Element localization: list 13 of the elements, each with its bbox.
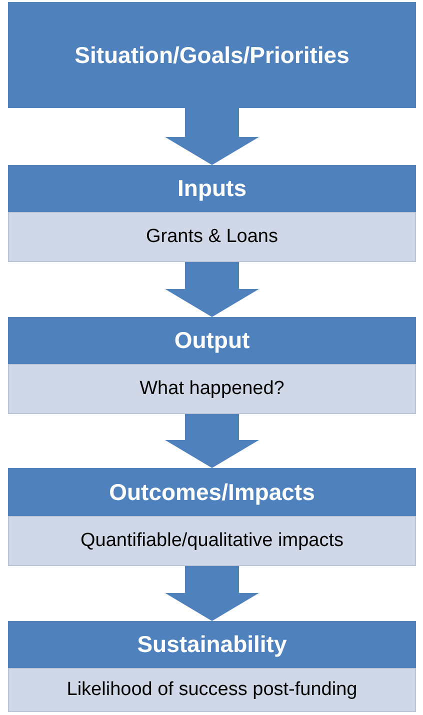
description: Quantifiable/qualitative impacts xyxy=(80,528,344,553)
arrow xyxy=(165,566,259,621)
heading: Output xyxy=(174,326,250,356)
heading: Inputs xyxy=(178,174,246,204)
arrow xyxy=(165,414,259,468)
description: Grants & Loans xyxy=(146,224,278,249)
description: Likelihood of success post-funding xyxy=(66,678,358,702)
heading: Situation/Goals/Priorities xyxy=(74,40,350,70)
heading: Outcomes/Impacts xyxy=(109,478,315,507)
description: What happened? xyxy=(140,376,284,401)
heading: Sustainability xyxy=(137,630,287,660)
arrow xyxy=(165,108,259,165)
arrow xyxy=(165,262,259,317)
